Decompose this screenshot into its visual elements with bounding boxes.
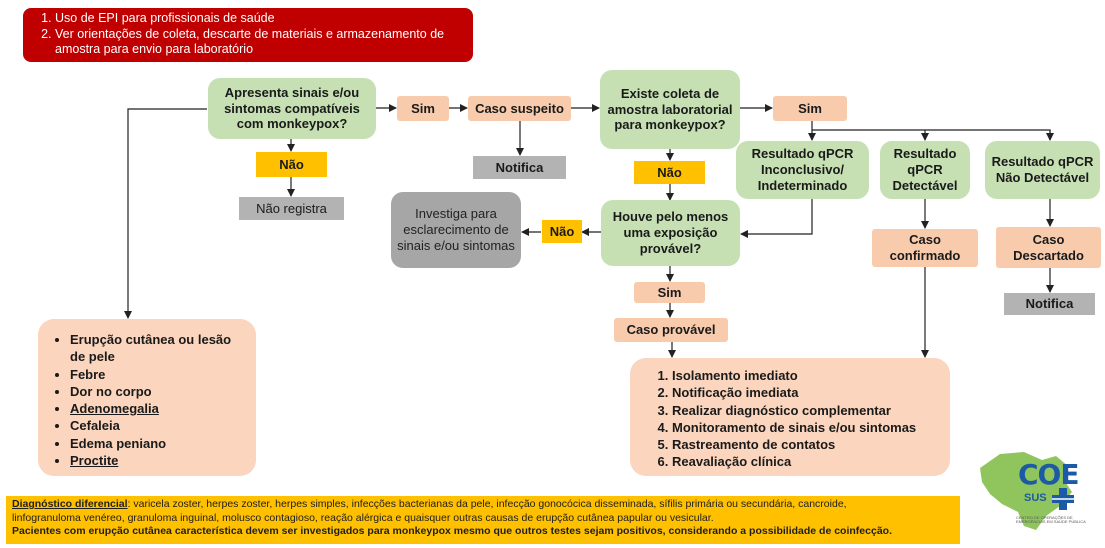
action-item: Realizar diagnóstico complementar	[672, 402, 942, 419]
sim-box-1: Sim	[397, 96, 449, 121]
question-coleta: Existe coleta de amostra laboratorial pa…	[600, 70, 740, 149]
action-item: Rastreamento de contatos	[672, 436, 942, 453]
symptoms-card: Erupção cutânea ou lesão de pele Febre D…	[38, 319, 256, 476]
symptom-item: Febre	[70, 366, 248, 383]
investiga-box: Investiga para esclarecimento de sinais …	[391, 192, 521, 268]
sim-box-3: Sim	[634, 282, 705, 303]
arrow-symptoms-to-list	[124, 108, 207, 319]
footer-line-1: Diagnóstico diferencial: varicela zoster…	[12, 498, 954, 512]
symptom-item: Erupção cutânea ou lesão de pele	[70, 331, 248, 366]
caso-suspeito-box: Caso suspeito	[468, 96, 571, 121]
result-detectavel: Resultado qPCR Detectável	[880, 141, 970, 199]
result-nao-detectavel: Resultado qPCR Não Detectável	[985, 141, 1100, 199]
result-inconclusivo: Resultado qPCR Inconclusivo/ Indetermina…	[736, 141, 869, 199]
epi-banner: Uso de EPI para profissionais de saúde V…	[23, 8, 473, 62]
caso-confirmado-box: Caso confirmado	[872, 229, 978, 267]
action-item: Notificação imediata	[672, 384, 942, 401]
nao-registra-box: Não registra	[239, 197, 344, 220]
footer-label: Diagnóstico diferencial	[12, 498, 128, 510]
footer-line-2: linfogranuloma venéreo, granuloma inguin…	[12, 511, 714, 524]
coe-sus-logo: COE SUS CENTRO DE OPERAÇÕES DE EMERGÊNCI…	[972, 446, 1100, 536]
symptom-item: Dor no corpo	[70, 383, 248, 400]
footer-line-3: Pacientes com erupção cutânea caracterís…	[12, 525, 892, 538]
caso-descartado-box: Caso Descartado	[996, 227, 1101, 268]
symptom-item: Proctite	[70, 452, 248, 469]
sus-logo-text: SUS	[1024, 492, 1047, 504]
symptom-item: Adenomegalia	[70, 400, 248, 417]
notifica-box-1: Notifica	[473, 156, 566, 179]
nao-box-3: Não	[542, 220, 582, 243]
question-exposicao: Houve pelo menos uma exposição provável?	[601, 200, 740, 266]
symptom-item: Edema peniano	[70, 435, 248, 452]
question-symptoms: Apresenta sinais e/ou sintomas compatíve…	[208, 78, 376, 139]
actions-card: Isolamento imediato Notificação imediata…	[630, 358, 950, 476]
symptom-item: Cefaleia	[70, 417, 248, 434]
notifica-box-2: Notifica	[1004, 293, 1095, 315]
banner-item: Ver orientações de coleta, descarte de m…	[55, 27, 463, 58]
sim-box-2: Sim	[773, 96, 847, 121]
action-item: Reavaliação clínica	[672, 453, 942, 470]
nao-box-1: Não	[256, 152, 327, 177]
footer-line1-text: : varicela zoster, herpes zoster, herpes…	[127, 498, 847, 510]
coe-fine-print: CENTRO DE OPERAÇÕES DE EMERGÊNCIAS EM SA…	[1016, 515, 1086, 525]
action-item: Isolamento imediato	[672, 367, 942, 384]
connector-sim-to-results	[811, 121, 1051, 140]
footer-diagnostico: Diagnóstico diferencial: varicela zoster…	[6, 496, 960, 544]
action-item: Monitoramento de sinais e/ou sintomas	[672, 419, 942, 436]
banner-item: Uso de EPI para profissionais de saúde	[55, 11, 463, 27]
brazil-map-icon	[980, 452, 1072, 530]
caso-provavel-box: Caso provável	[614, 318, 728, 342]
sus-cross-icon	[1052, 488, 1074, 510]
arrow-inconclusivo-to-exposicao	[740, 199, 813, 238]
coe-logo-text: COE	[1018, 458, 1079, 491]
nao-box-2: Não	[634, 161, 705, 184]
